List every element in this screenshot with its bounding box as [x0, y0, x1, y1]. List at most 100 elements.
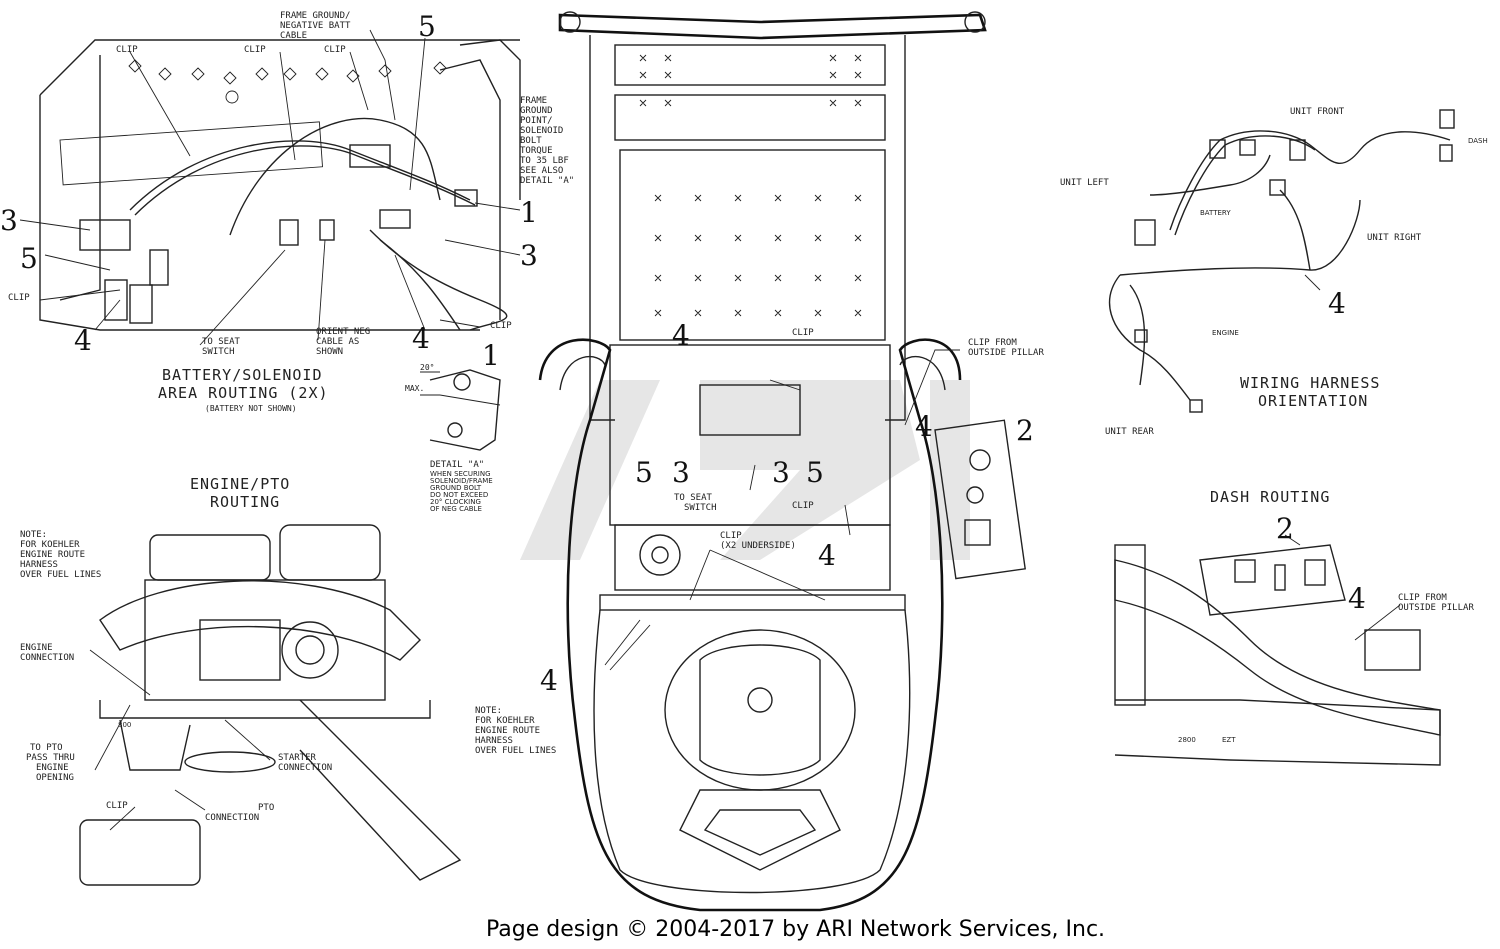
mower-top-view: CLIP TO SEAT SWITCH CLIP CLIP (X2 UNDERS…	[475, 11, 1044, 912]
callout-1: 1	[482, 339, 500, 372]
svg-text:OVER FUEL LINES: OVER FUEL LINES	[475, 746, 556, 756]
svg-text:OPENING: OPENING	[36, 773, 74, 783]
callout-4: 4	[540, 664, 558, 697]
clip-label: CLIP	[244, 45, 266, 55]
koehler-note: NOTE: FOR KOEHLER ENGINE ROUTE HARNESS O…	[475, 706, 556, 756]
svg-text:WHEN SECURING: WHEN SECURING	[430, 470, 491, 478]
starter-connection-label: STARTER	[278, 753, 317, 763]
svg-text:ENGINE: ENGINE	[36, 763, 69, 773]
battery-view-title: BATTERY/SOLENOID	[162, 366, 323, 384]
svg-text:ENGINE ROUTE: ENGINE ROUTE	[20, 550, 85, 560]
clip-from-pillar-label: CLIP FROM	[968, 338, 1017, 348]
to-seat-switch-label: TO SEAT	[674, 493, 713, 503]
svg-text:GROUND BOLT: GROUND BOLT	[430, 484, 482, 492]
clip-from-pillar-label: OUTSIDE PILLAR	[968, 348, 1044, 358]
callout-4: 4	[672, 319, 690, 352]
svg-text:PASS THRU: PASS THRU	[26, 753, 75, 763]
clip-x2-label: (X2 UNDERSIDE)	[720, 541, 796, 551]
engine-connection-label: ENGINE	[20, 643, 53, 653]
dash-label: DASH	[1468, 137, 1488, 145]
callout-4: 4	[1328, 287, 1346, 320]
to-seat-switch-label: SWITCH	[684, 503, 717, 513]
callout-3: 3	[520, 239, 538, 272]
callout-4: 4	[818, 539, 836, 572]
svg-text:DETAIL "A": DETAIL "A"	[520, 176, 574, 186]
unit-front-label: UNIT FRONT	[1290, 107, 1345, 117]
angle-label: 20°	[420, 363, 434, 372]
svg-text:OF NEG CABLE: OF NEG CABLE	[430, 505, 482, 513]
svg-text:SEE ALSO: SEE ALSO	[520, 166, 563, 176]
callout-4: 4	[915, 410, 933, 443]
callout-4: 4	[1348, 582, 1366, 615]
frame-ground-point-label: FRAME GROUND POINT/ SOLENOID BOLT TORQUE…	[520, 96, 574, 186]
pto-connection-label: PTO	[258, 803, 274, 813]
svg-text:SOLENOID/FRAME: SOLENOID/FRAME	[430, 477, 493, 485]
orient-neg-label: ORIENT NEG	[316, 327, 370, 337]
frame-ground-label: NEGATIVE BATT	[280, 21, 351, 31]
unit-right-label: UNIT RIGHT	[1367, 233, 1422, 243]
svg-text:ENGINE ROUTE: ENGINE ROUTE	[475, 726, 540, 736]
detail-a-label: DETAIL "A"	[430, 460, 484, 470]
battery-view-title: AREA ROUTING (2X)	[158, 384, 329, 402]
callout-5: 5	[20, 242, 38, 275]
battery-label: BATTERY	[1200, 209, 1231, 217]
callout-4: 4	[74, 324, 92, 357]
engine-pto-view: ENGINE/PTO ROUTING NOTE: FOR KOEHLER ENG…	[20, 475, 462, 886]
battery-solenoid-view: CLIP CLIP CLIP FRAME GROUND/ NEGATIVE BA…	[0, 10, 574, 413]
callout-3: 3	[672, 456, 690, 489]
svg-text:DO NOT EXCEED: DO NOT EXCEED	[430, 491, 488, 499]
unit-left-label: UNIT LEFT	[1060, 178, 1109, 188]
engine-view-title: ENGINE/PTO	[190, 475, 290, 493]
svg-text:NOTE:: NOTE:	[20, 530, 47, 540]
to-seat-switch-label: SWITCH	[202, 347, 235, 357]
engine-label: ENGINE	[1212, 329, 1239, 337]
svg-text:TORQUE: TORQUE	[520, 146, 553, 156]
callout-2: 2	[1276, 512, 1294, 545]
svg-text:HARNESS: HARNESS	[475, 736, 513, 746]
svg-text:TO PTO: TO PTO	[30, 743, 63, 753]
svg-text:20° CLOCKING: 20° CLOCKING	[430, 498, 481, 506]
dash-routing-view: DASH ROUTING CLIP FROM OUTSIDE PILLAR 2 …	[1114, 488, 1474, 766]
ezt-label: EZT	[1222, 736, 1236, 744]
svg-text:TO 35 LBF: TO 35 LBF	[520, 156, 569, 166]
detail-a-view: 20° MAX. 1 DETAIL "A" WHEN SECURING SOLE…	[405, 339, 501, 513]
clip-label: CLIP	[116, 45, 138, 55]
starter-connection-label: CONNECTION	[278, 763, 332, 773]
svg-text:OVER FUEL LINES: OVER FUEL LINES	[20, 570, 101, 580]
orient-neg-label: SHOWN	[316, 347, 343, 357]
koehler-note: NOTE: FOR KOEHLER ENGINE ROUTE HARNESS O…	[20, 530, 101, 580]
svg-text:SOLENOID: SOLENOID	[520, 126, 563, 136]
unit-rear-label: UNIT REAR	[1105, 427, 1154, 437]
detail-a-note: WHEN SECURING SOLENOID/FRAME GROUND BOLT…	[430, 470, 493, 513]
harness-orientation-view: UNIT FRONT UNIT LEFT UNIT RIGHT UNIT REA…	[1060, 107, 1488, 437]
to-pto-label: TO PTO PASS THRU ENGINE OPENING	[26, 743, 75, 783]
clip-label: CLIP	[792, 501, 814, 511]
model-800-label: 800	[118, 721, 131, 729]
svg-text:FOR KOEHLER: FOR KOEHLER	[20, 540, 80, 550]
svg-text:FRAME: FRAME	[520, 96, 547, 106]
harness-view-title: WIRING HARNESS	[1240, 374, 1380, 392]
battery-view-subtitle: (BATTERY NOT SHOWN)	[205, 404, 297, 413]
clip-from-pillar-label: CLIP FROM	[1398, 593, 1447, 603]
engine-connection-label: CONNECTION	[20, 653, 74, 663]
svg-text:GROUND: GROUND	[520, 106, 553, 116]
svg-text:POINT/: POINT/	[520, 116, 553, 126]
copyright-footer: Page design © 2004-2017 by ARI Network S…	[486, 917, 1105, 942]
model-2800-label: 2800	[1178, 736, 1196, 744]
frame-ground-label: CABLE	[280, 31, 307, 41]
clip-label: CLIP	[8, 293, 30, 303]
clip-x2-label: CLIP	[720, 531, 742, 541]
callout-2: 2	[1016, 414, 1034, 447]
callout-4: 4	[412, 322, 430, 355]
clip-label: CLIP	[106, 801, 128, 811]
clip-label: CLIP	[324, 45, 346, 55]
pto-connection-label: CONNECTION	[205, 813, 259, 823]
clip-from-pillar-label: OUTSIDE PILLAR	[1398, 603, 1474, 613]
to-seat-switch-label: TO SEAT	[202, 337, 241, 347]
callout-3: 3	[772, 456, 790, 489]
callout-5: 5	[635, 456, 653, 489]
callout-3: 3	[0, 204, 18, 237]
svg-text:HARNESS: HARNESS	[20, 560, 58, 570]
clip-label: CLIP	[792, 328, 814, 338]
